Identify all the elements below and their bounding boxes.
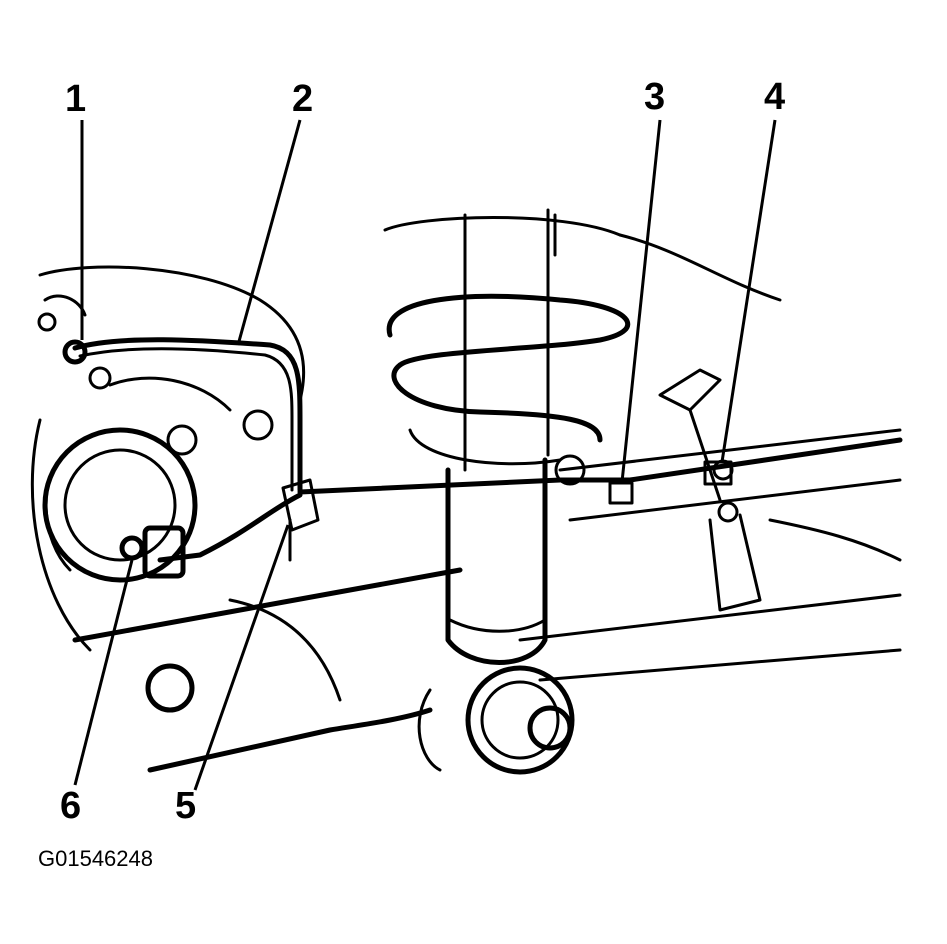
brake-line <box>62 337 903 563</box>
callout-1: 1 <box>65 78 87 120</box>
mounting-bracket <box>658 368 902 612</box>
coil-spring <box>383 213 782 466</box>
callout-leaders <box>73 119 777 791</box>
callout-4: 4 <box>764 76 786 118</box>
brake-backing-plate <box>30 265 306 652</box>
callout-5: 5 <box>175 785 197 827</box>
figure-id-label: G01546248 <box>38 846 153 871</box>
brake-fittings <box>119 460 733 579</box>
axle-bushing <box>417 665 575 775</box>
callout-2: 2 <box>292 78 314 120</box>
callout-6: 6 <box>60 785 82 827</box>
callout-3: 3 <box>644 76 666 118</box>
wheel-hub <box>42 427 198 583</box>
shock-absorber <box>445 208 586 665</box>
